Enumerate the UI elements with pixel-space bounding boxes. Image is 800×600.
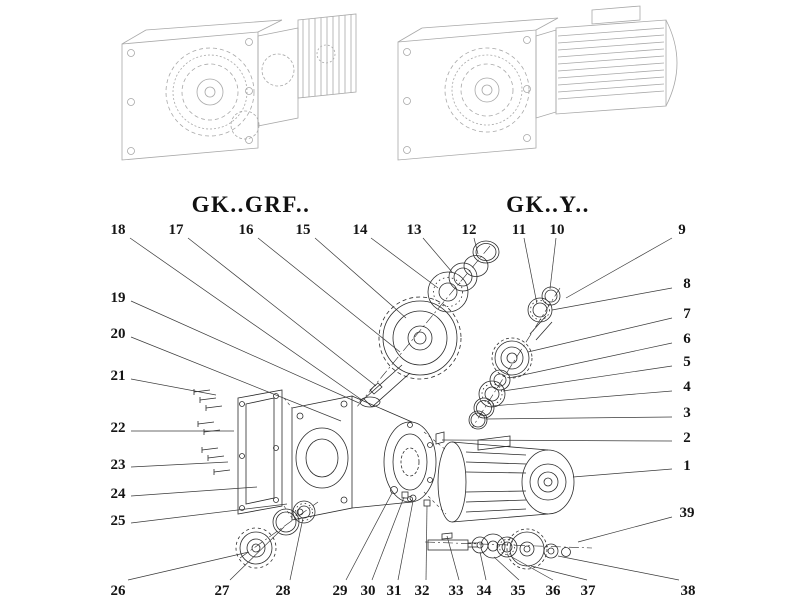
part-number-18: 18 xyxy=(111,222,126,238)
leader-line-36 xyxy=(509,555,554,581)
part-number-8: 8 xyxy=(683,276,691,292)
leader-line-9 xyxy=(565,237,673,299)
leader-line-38 xyxy=(557,555,680,581)
part-number-26: 26 xyxy=(111,583,127,599)
part-number-36: 36 xyxy=(546,583,562,599)
part-number-12: 12 xyxy=(462,222,477,238)
pinion-stack xyxy=(468,286,561,430)
leader-lines-layer xyxy=(127,237,680,581)
leader-line-13 xyxy=(422,237,453,273)
part-number-27: 27 xyxy=(215,583,231,599)
part-number-22: 22 xyxy=(111,420,126,436)
part-number-20: 20 xyxy=(111,326,126,342)
leader-line-4 xyxy=(491,390,673,407)
part-number-17: 17 xyxy=(169,222,185,238)
leader-line-2 xyxy=(441,439,673,442)
part-number-28: 28 xyxy=(276,583,291,599)
model-label-grf: GK..GRF.. xyxy=(192,192,311,217)
part-number-3: 3 xyxy=(683,405,691,421)
cover-plate xyxy=(237,389,283,515)
part-number-37: 37 xyxy=(581,583,597,599)
part-number-7: 7 xyxy=(683,306,691,322)
leader-line-30 xyxy=(371,496,405,581)
part-number-23: 23 xyxy=(111,457,126,473)
leader-line-18 xyxy=(129,237,363,401)
leader-line-19 xyxy=(130,300,360,404)
gearbox-y-illustration xyxy=(397,5,678,161)
leader-line-12 xyxy=(473,237,479,255)
part-number-2: 2 xyxy=(683,430,691,446)
leader-line-5 xyxy=(502,365,673,392)
part-number-14: 14 xyxy=(353,222,369,238)
leader-line-1 xyxy=(572,468,673,478)
leader-line-23 xyxy=(130,461,229,468)
model-label-y: GK..Y.. xyxy=(506,192,590,217)
leader-line-17 xyxy=(187,237,377,387)
leader-line-26 xyxy=(127,551,250,581)
leader-line-29 xyxy=(345,492,393,581)
part-number-24: 24 xyxy=(111,486,127,502)
leader-line-37 xyxy=(530,565,588,581)
input-gear-stack xyxy=(363,240,500,408)
part-number-4: 4 xyxy=(683,379,691,395)
part-number-35: 35 xyxy=(511,583,526,599)
part-number-11: 11 xyxy=(512,222,526,238)
gearbox-grf-illustration xyxy=(121,13,357,161)
output-shaft-assembly xyxy=(427,528,571,570)
leader-line-33 xyxy=(446,535,460,581)
leader-line-6 xyxy=(508,342,673,379)
vent-plug xyxy=(435,431,445,445)
motor xyxy=(437,435,575,523)
leader-line-3 xyxy=(485,416,673,420)
gear-housing xyxy=(291,395,445,521)
leader-line-25 xyxy=(130,503,288,524)
leader-line-28 xyxy=(289,517,304,581)
leader-line-31 xyxy=(397,500,414,581)
part-number-10: 10 xyxy=(550,222,565,238)
leader-line-20 xyxy=(130,336,342,422)
leader-line-10 xyxy=(549,237,557,290)
part-number-33: 33 xyxy=(449,583,464,599)
leader-line-39 xyxy=(577,516,673,543)
leader-line-14 xyxy=(370,237,439,289)
part-number-38: 38 xyxy=(681,583,696,599)
part-number-39: 39 xyxy=(680,505,695,521)
part-number-13: 13 xyxy=(407,222,422,238)
part-number-9: 9 xyxy=(678,222,686,238)
leader-line-35 xyxy=(493,556,520,581)
part-number-29: 29 xyxy=(333,583,348,599)
leader-line-21 xyxy=(130,378,217,396)
output-gear-group xyxy=(235,500,316,569)
part-number-6: 6 xyxy=(683,331,691,347)
leader-line-27 xyxy=(229,526,285,581)
part-number-16: 16 xyxy=(239,222,255,238)
leader-line-11 xyxy=(523,237,538,305)
leader-line-32 xyxy=(425,505,428,581)
part-number-21: 21 xyxy=(111,368,126,384)
leader-line-34 xyxy=(479,551,487,581)
part-number-19: 19 xyxy=(111,290,126,306)
part-number-31: 31 xyxy=(387,583,402,599)
exploded-view xyxy=(193,240,593,570)
part-number-34: 34 xyxy=(477,583,493,599)
part-number-5: 5 xyxy=(683,354,691,370)
part-number-25: 25 xyxy=(111,513,126,529)
part-number-15: 15 xyxy=(296,222,311,238)
leader-line-8 xyxy=(551,287,673,311)
leader-line-24 xyxy=(130,486,258,497)
part-number-30: 30 xyxy=(361,583,376,599)
leader-line-7 xyxy=(527,317,673,353)
part-number-1: 1 xyxy=(683,458,691,474)
leader-line-15 xyxy=(314,237,407,319)
part-number-32: 32 xyxy=(415,583,430,599)
leader-line-16 xyxy=(257,237,401,353)
